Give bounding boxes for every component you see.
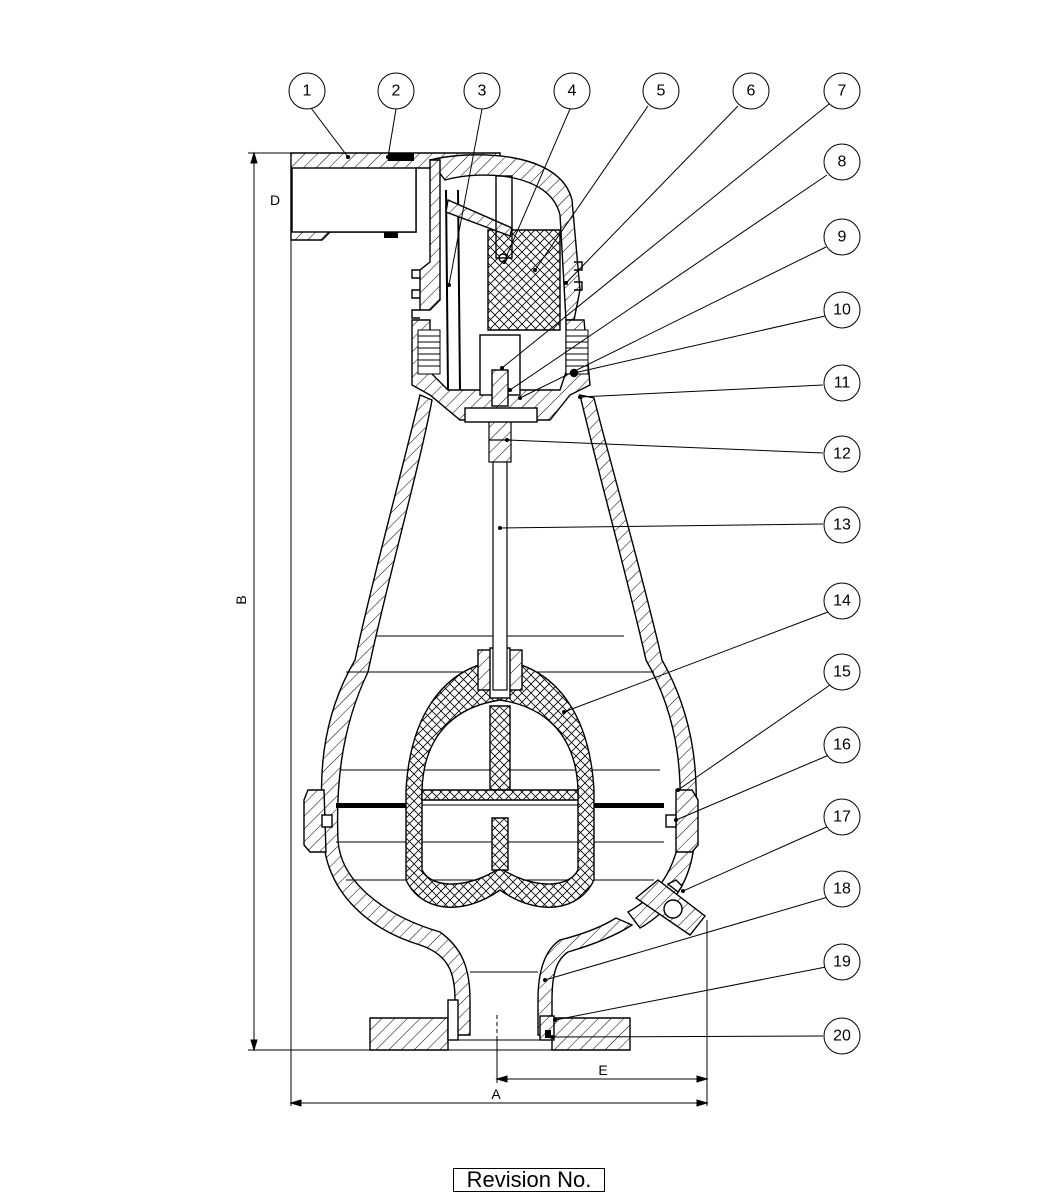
callout-9 [823, 218, 861, 256]
dimension-b-label: B [233, 595, 249, 604]
callout-14-label: 14 [833, 593, 851, 610]
callout-17-label: 17 [833, 809, 851, 826]
callout-7 [823, 72, 861, 110]
callout-16-label: 16 [833, 737, 851, 754]
callout-18-label: 18 [833, 881, 851, 898]
callout-2 [377, 72, 415, 110]
callout-numbers: 1 2 3 4 5 6 7 8 9 10 11 12 13 14 15 16 1… [303, 83, 851, 1045]
callout-15 [823, 653, 861, 691]
callout-10-label: 10 [833, 302, 851, 319]
callout-13 [823, 506, 861, 544]
callout-5 [642, 72, 680, 110]
callout-12-label: 12 [833, 446, 851, 463]
callout-16 [823, 726, 861, 764]
stem [488, 419, 512, 691]
callout-12 [823, 435, 861, 473]
callout-3-label: 3 [478, 83, 487, 100]
callout-11 [823, 364, 861, 402]
callout-leaders [310, 103, 831, 1038]
dimension-e-label: E [598, 1062, 607, 1078]
drain-plug [634, 879, 706, 936]
callout-6 [732, 72, 770, 110]
callout-8 [823, 143, 861, 181]
callout-20-label: 20 [833, 1028, 851, 1045]
callout-4 [553, 72, 591, 110]
valve-body [303, 394, 706, 1051]
callout-13-label: 13 [833, 517, 851, 534]
callout-19-label: 19 [833, 954, 851, 971]
callout-markers [346, 155, 685, 1039]
callout-9-label: 9 [838, 229, 847, 246]
callout-19 [823, 943, 861, 981]
callout-1 [288, 72, 326, 110]
callout-8-label: 8 [838, 154, 847, 171]
dimension-lines [248, 151, 709, 1107]
callout-4-label: 4 [568, 83, 577, 100]
callout-18 [823, 870, 861, 908]
top-assembly [290, 152, 591, 423]
dimension-d-label: D [270, 192, 280, 208]
callout-balloons [288, 72, 861, 1055]
callout-7-label: 7 [838, 83, 847, 100]
revision-label: Revision No. [453, 1168, 605, 1192]
callout-11-label: 11 [834, 375, 851, 392]
callout-14 [823, 582, 861, 620]
callout-2-label: 2 [392, 83, 401, 100]
callout-6-label: 6 [747, 83, 756, 100]
callout-1-label: 1 [303, 83, 312, 100]
dimension-a-label: A [491, 1086, 501, 1102]
callout-3 [463, 72, 501, 110]
callout-10 [823, 291, 861, 329]
callout-20 [823, 1017, 861, 1055]
callout-17 [823, 798, 861, 836]
dimension-letters: D B E A [233, 192, 608, 1102]
callout-15-label: 15 [833, 664, 851, 681]
callout-5-label: 5 [657, 83, 666, 100]
